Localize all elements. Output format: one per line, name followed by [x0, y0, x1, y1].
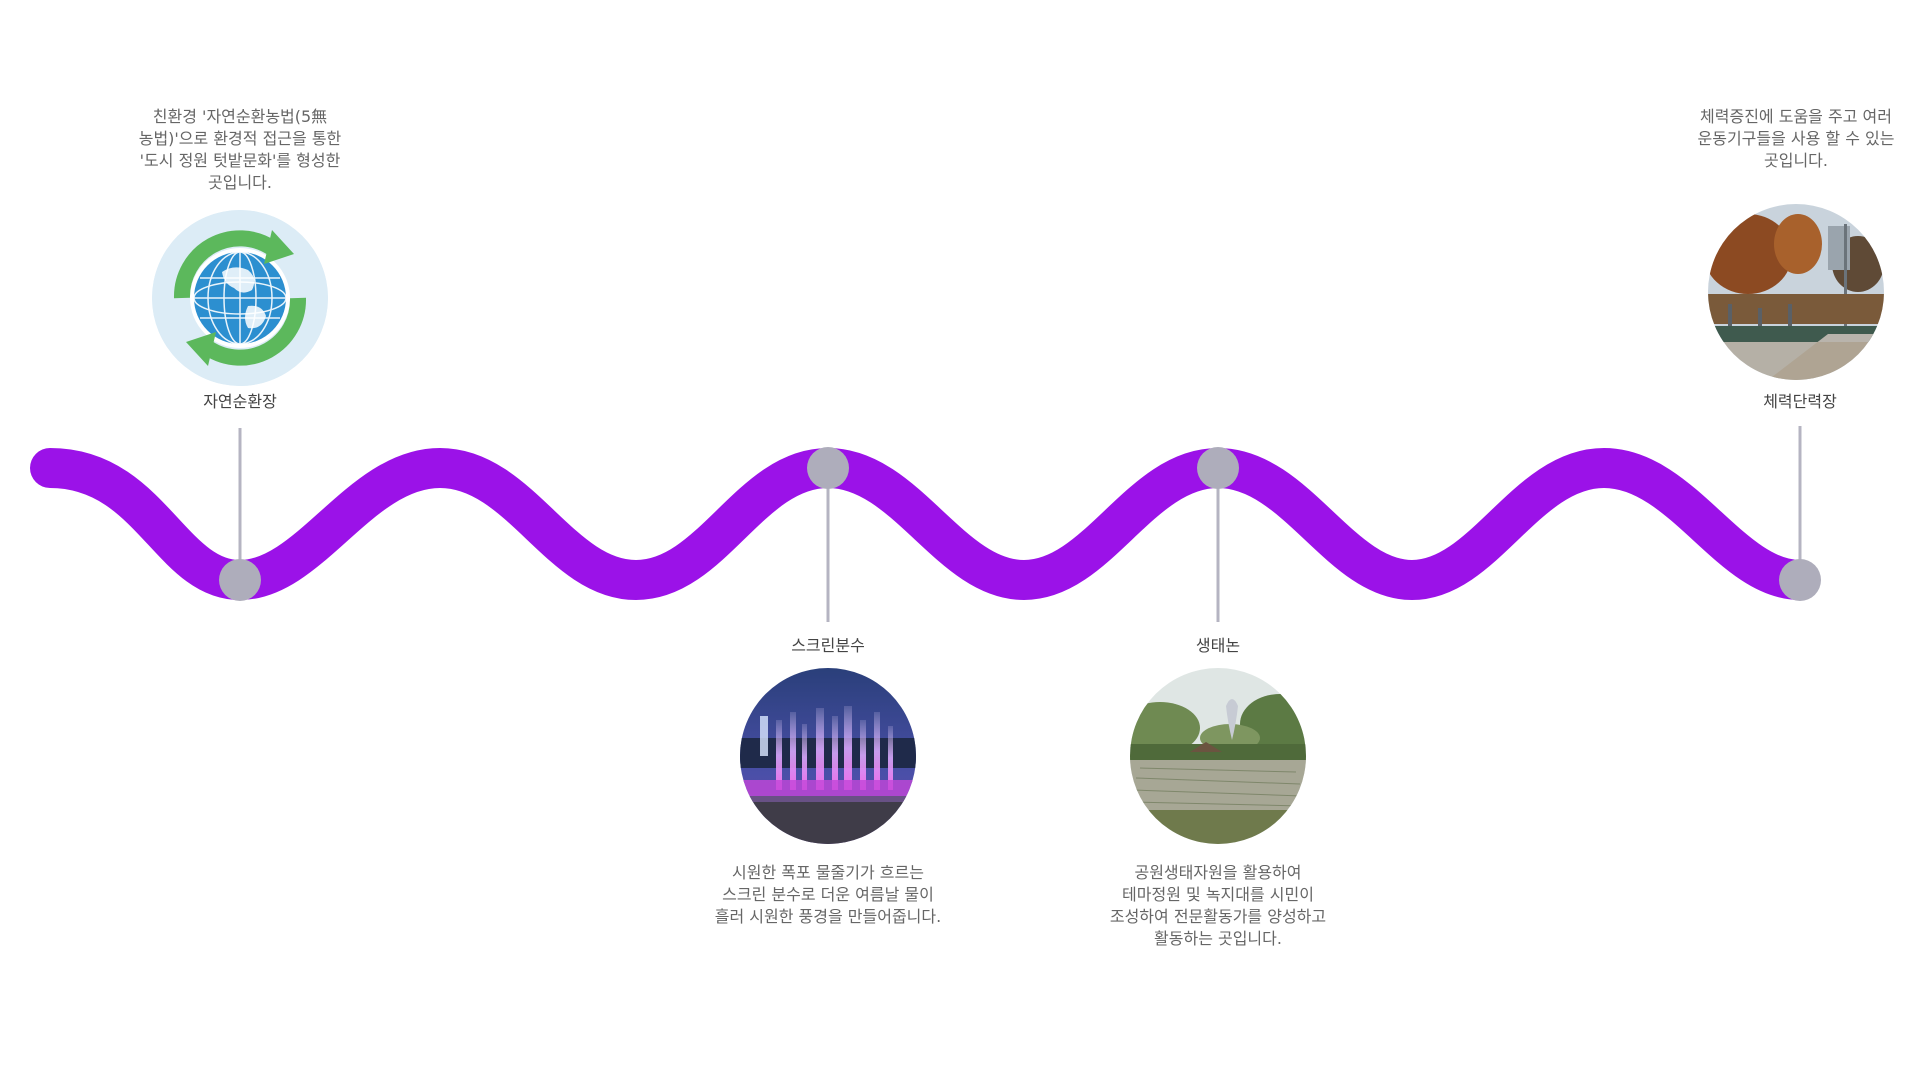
timeline-node-1[interactable] [219, 559, 261, 601]
recycle-globe-icon [152, 210, 328, 386]
stop-2-description: 시원한 폭포 물줄기가 흐르는 스크린 분수로 더운 여름날 물이 흘러 시원한… [714, 863, 942, 926]
stop-3-title: 생태논 [1195, 636, 1241, 655]
stop-3-description: 공원생태자원을 활용하여 테마정원 및 녹지대를 시민이 조성하여 전문활동가를… [1109, 863, 1327, 948]
stop-4-description: 체력증진에 도움을 주고 여러 운동기구들을 사용 할 수 있는 곳입니다. [1697, 107, 1895, 170]
timeline-node-2[interactable] [807, 447, 849, 489]
fountain-photo [740, 668, 916, 844]
stop-4-title: 체력단력장 [1763, 392, 1837, 411]
stop-2-title: 스크린분수 [791, 636, 865, 655]
timeline-node-4[interactable] [1779, 559, 1821, 601]
rice-paddy-photo [1130, 668, 1306, 844]
timeline-node-3[interactable] [1197, 447, 1239, 489]
wave-path [30, 447, 1820, 601]
stop-1-description: 친환경 '자연순환농법(5無 농법)'으로 환경적 접근을 통한 '도시 정원 … [138, 107, 342, 192]
fitness-area-photo [1708, 204, 1884, 380]
stop-1-title: 자연순환장 [203, 392, 277, 411]
